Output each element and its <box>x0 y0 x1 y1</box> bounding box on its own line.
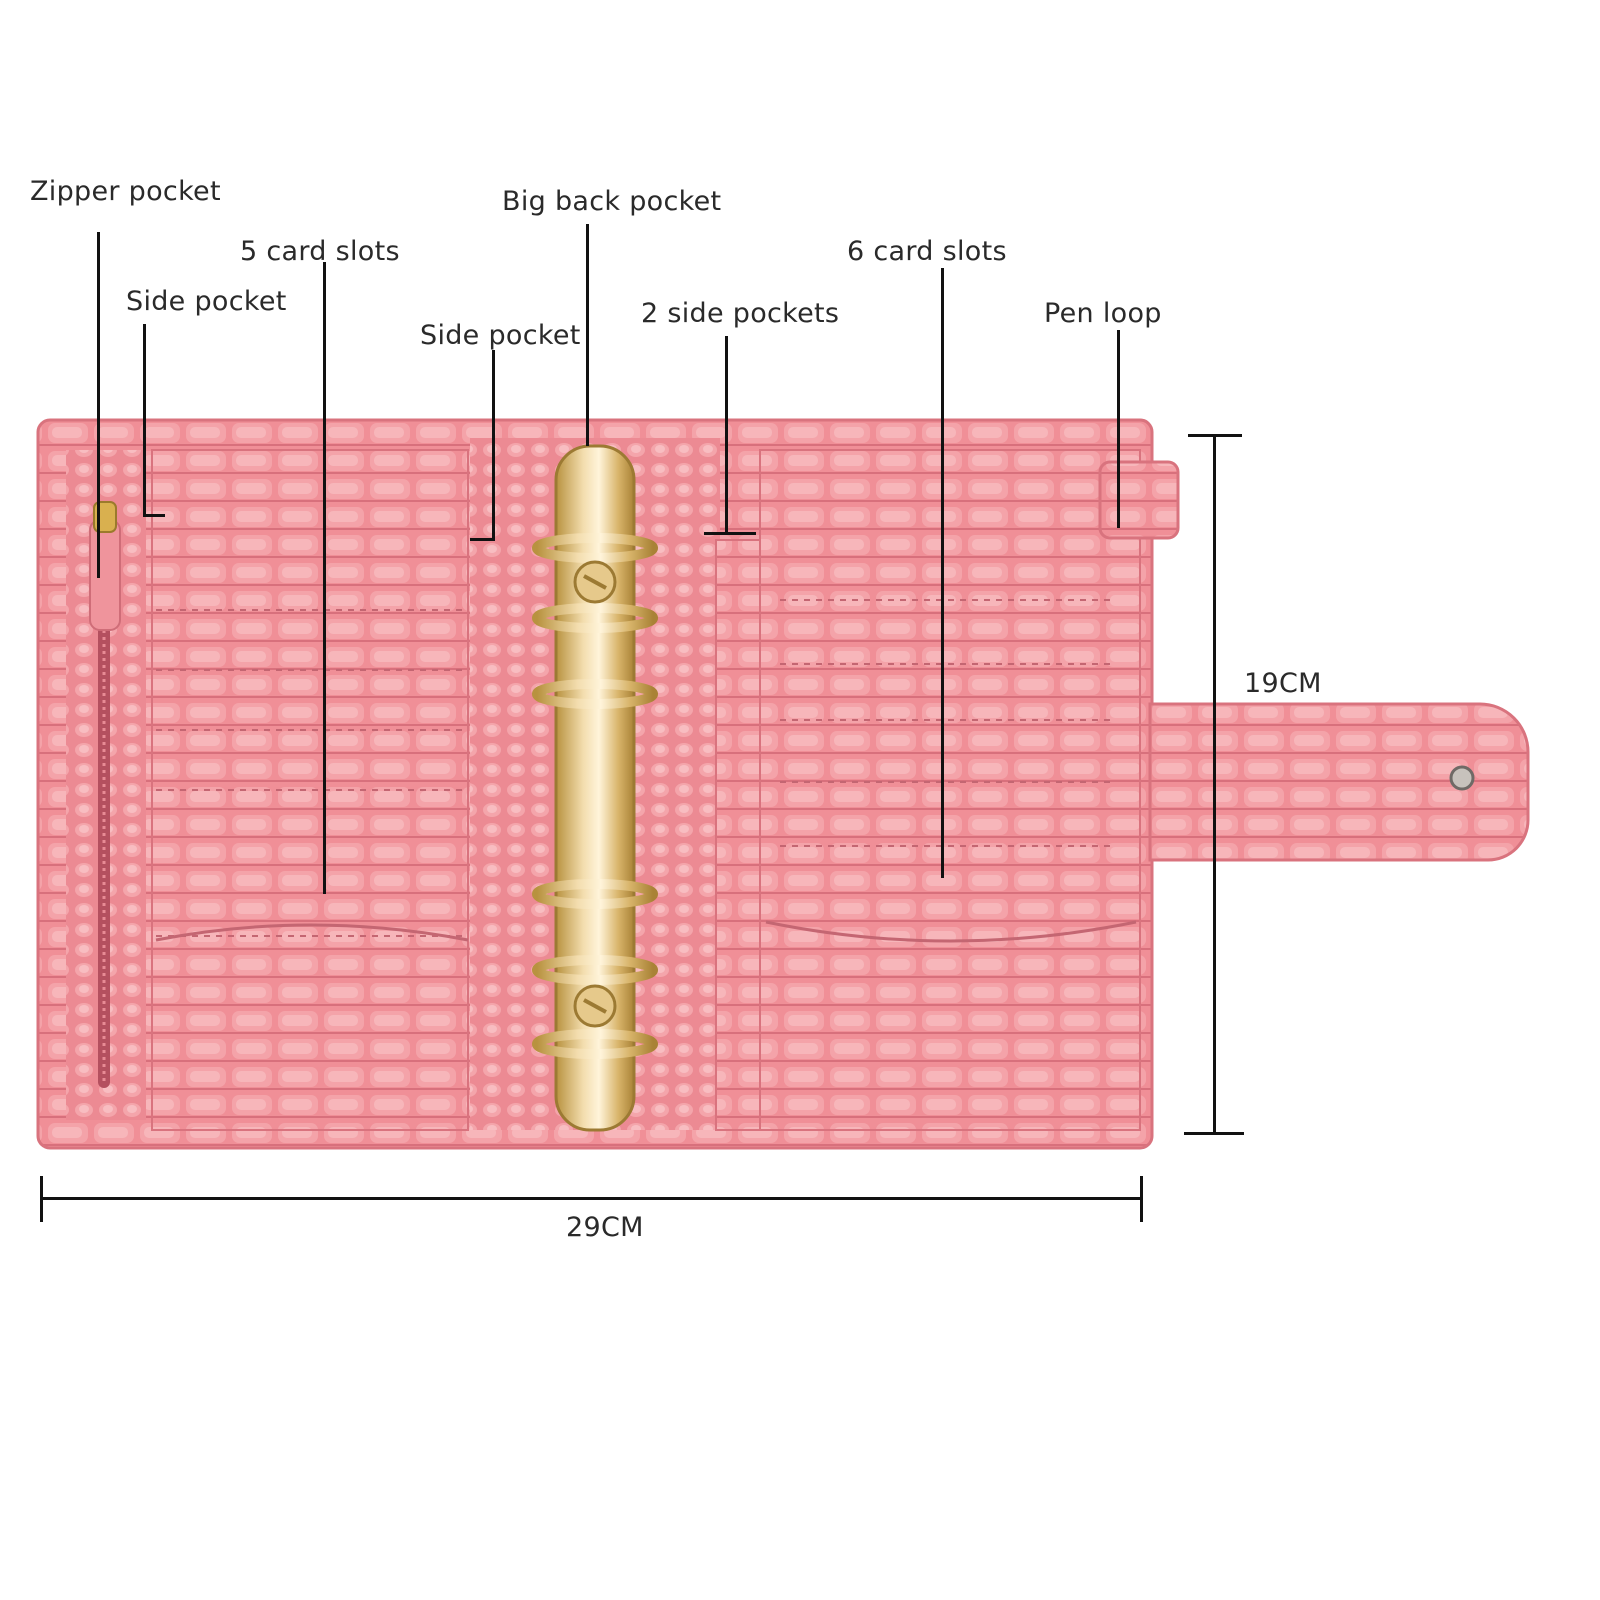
callout-five-card-slots: 5 card slots <box>240 236 400 267</box>
right-panel <box>715 438 1180 1131</box>
height-dimension-line <box>1213 434 1216 1134</box>
callout-side-pocket-center: Side pocket <box>420 320 581 351</box>
leader-two-side-pockets-tick <box>704 532 756 535</box>
width-dimension-label: 29CM <box>566 1212 644 1243</box>
leader-side-pocket-left <box>143 324 146 516</box>
leader-side-pocket-left-tick <box>143 514 165 517</box>
side-pockets <box>715 539 761 1131</box>
height-dimension-bottom-cap <box>1184 1132 1244 1135</box>
callout-big-back-pocket: Big back pocket <box>502 186 722 217</box>
leader-big-back-pocket <box>586 224 589 446</box>
leader-five-card-slots <box>323 262 326 894</box>
callout-zipper-pocket: Zipper pocket <box>30 176 221 207</box>
leader-zipper-pocket <box>97 232 100 578</box>
height-dimension-label: 19CM <box>1244 668 1322 699</box>
width-dimension-line <box>40 1197 1142 1200</box>
callout-two-side-pockets: 2 side pockets <box>641 298 840 329</box>
leader-two-side-pockets <box>725 336 728 534</box>
callout-side-pocket-left: Side pocket <box>126 286 287 317</box>
leader-side-pocket-center-tick <box>470 538 495 541</box>
pen-loop <box>1098 460 1180 540</box>
callout-six-card-slots: 6 card slots <box>847 236 1007 267</box>
spine <box>470 438 720 1132</box>
snap-button-icon <box>1449 765 1475 791</box>
card-slot-stitching-right <box>780 599 1116 847</box>
binder-rings <box>532 533 658 1059</box>
snap-strap <box>1148 702 1530 862</box>
card-slot-stitching <box>156 609 468 937</box>
leader-six-card-slots <box>941 268 944 878</box>
left-panel <box>58 438 470 1131</box>
leader-pen-loop <box>1117 330 1120 528</box>
zipper-pull <box>89 519 121 631</box>
width-dimension-right-cap <box>1140 1176 1143 1222</box>
callout-pen-loop: Pen loop <box>1044 298 1162 329</box>
leader-side-pocket-center <box>492 350 495 540</box>
